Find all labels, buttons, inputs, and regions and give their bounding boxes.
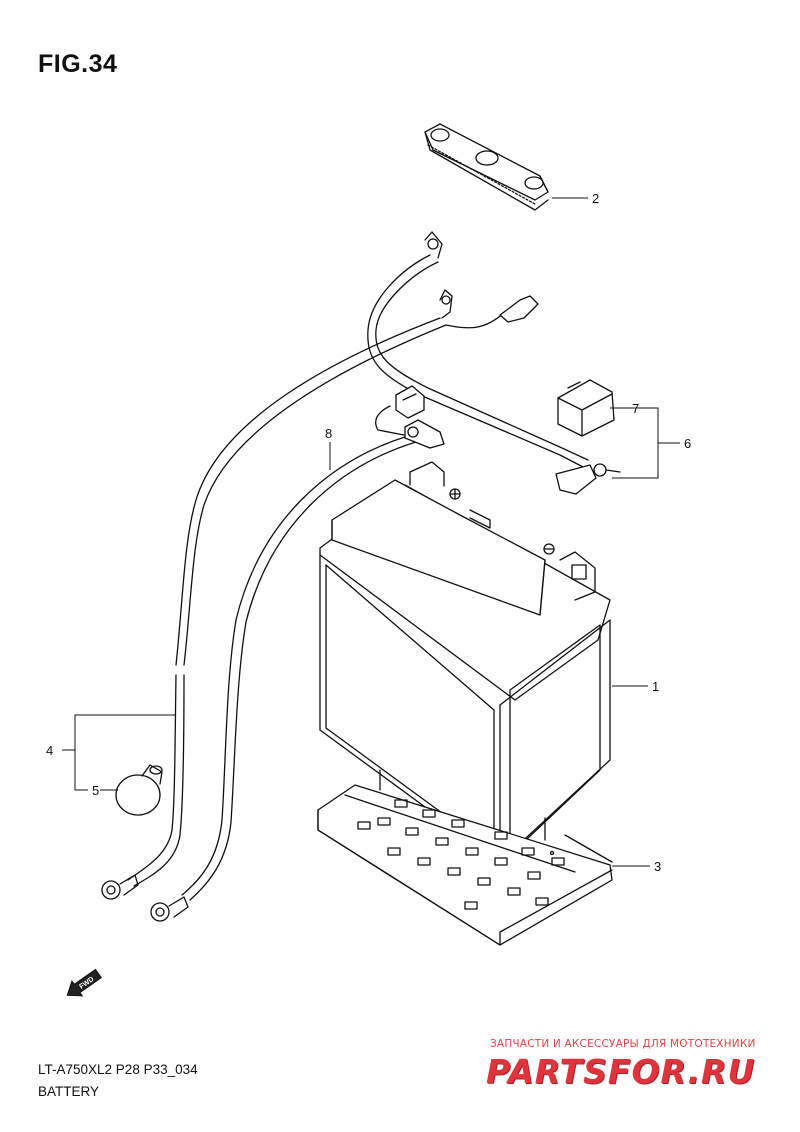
callout-leaders: [62, 197, 680, 867]
battery-tray-part: [317, 769, 613, 946]
callout-7: 7: [632, 401, 639, 416]
watermark-brand: PARTSFOR.RU: [486, 1052, 756, 1091]
callout-4: 4: [46, 743, 53, 758]
callout-2: 2: [592, 191, 599, 206]
main-lead-wire: [101, 289, 539, 900]
battery-part: [319, 461, 611, 863]
terminal-cover-part: [557, 379, 615, 437]
battery-band-part: [424, 123, 549, 211]
fwd-label: FWD: [78, 976, 95, 991]
battery-lead-wire-negative: [367, 231, 621, 495]
model-code: LT-A750XL2 P28 P33_034: [38, 1062, 198, 1077]
callout-6: 6: [684, 436, 691, 451]
callout-5: 5: [92, 783, 99, 798]
watermark-subtitle: ЗАПЧАСТИ И АКСЕССУАРЫ ДЛЯ МОТОТЕХНИКИ: [490, 1038, 756, 1050]
callout-numbers: 1 2 3 4 5 6 7 8: [46, 191, 691, 874]
callout-8: 8: [325, 426, 332, 441]
battery-lead-wire-positive: [150, 385, 445, 922]
section-name: BATTERY: [38, 1084, 100, 1099]
fwd-arrow-icon: FWD: [66, 968, 102, 997]
figure-title: FIG.34: [38, 50, 118, 78]
terminal-boot-part: [115, 764, 163, 816]
callout-3: 3: [654, 859, 661, 874]
callout-1: 1: [652, 679, 659, 694]
